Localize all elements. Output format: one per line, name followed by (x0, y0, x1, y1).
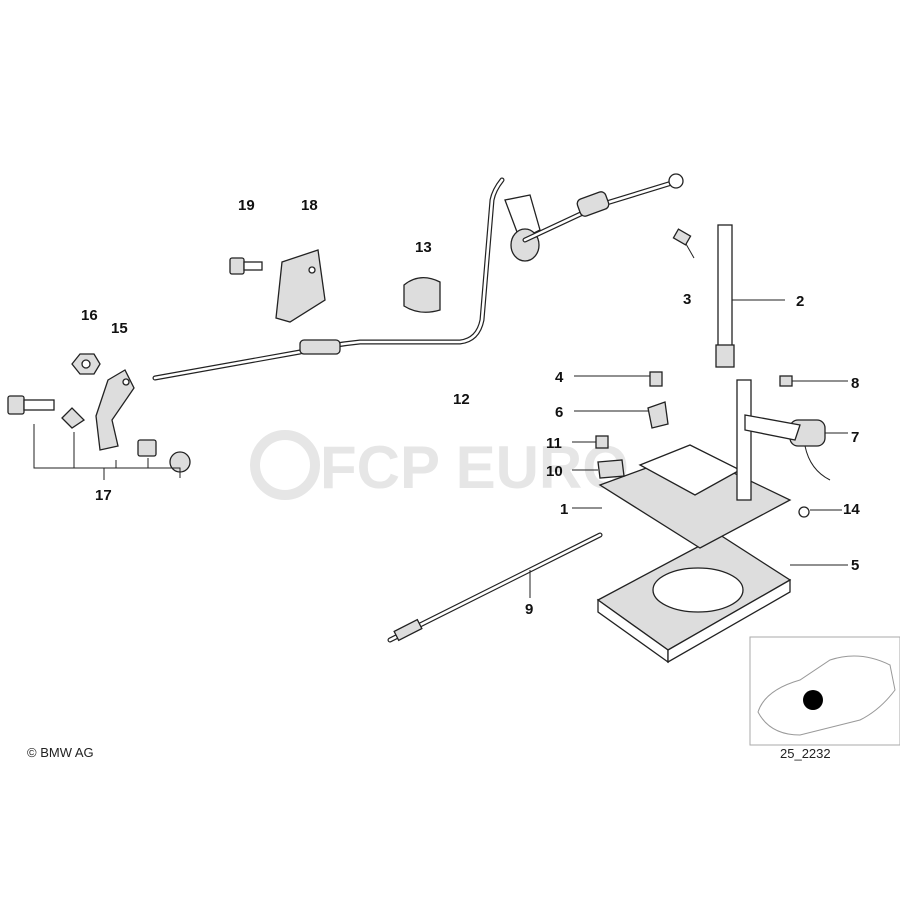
part-19-bolt[interactable] (229, 257, 263, 275)
callout-13: 13 (415, 239, 432, 256)
copyright: © BMW AG (27, 745, 94, 760)
callout-16: 16 (81, 307, 98, 324)
part-2-shift-rod[interactable] (715, 224, 785, 368)
callout-6: 6 (555, 404, 563, 421)
part-15-lever[interactable] (95, 369, 135, 451)
callout-17: 17 (95, 487, 112, 504)
part-7-switch[interactable] (744, 414, 848, 481)
callout-10: 10 (546, 463, 563, 480)
callout-5: 5 (851, 557, 859, 574)
callout-labels: 1 2 3 4 5 6 7 8 9 10 11 12 13 14 15 16 1… (81, 197, 860, 618)
part-9-selector-rod[interactable] (387, 532, 603, 643)
part-14-washer[interactable] (798, 506, 842, 518)
part-6-clip-nut[interactable] (574, 401, 669, 429)
callout-8: 8 (851, 375, 859, 392)
part-11-screw[interactable] (572, 435, 609, 449)
vehicle-locator-inset (749, 636, 900, 746)
part-5-base-plate[interactable] (596, 534, 848, 664)
part-3-screw[interactable] (672, 228, 695, 259)
part-13-clip[interactable] (403, 277, 441, 313)
callout-2: 2 (796, 293, 804, 310)
part-10-clamp[interactable] (572, 459, 625, 479)
part-8-screw[interactable] (779, 375, 848, 387)
callout-9: 9 (525, 601, 533, 618)
callout-3: 3 (683, 291, 691, 308)
callout-19: 19 (238, 197, 255, 214)
callout-7: 7 (851, 429, 859, 446)
part-16-nut[interactable] (71, 353, 101, 375)
part-18-bracket[interactable] (275, 249, 326, 323)
callout-18: 18 (301, 197, 318, 214)
callout-14: 14 (843, 501, 860, 518)
fcp-euro-watermark: FCP EURO (250, 430, 629, 501)
callout-11: 11 (546, 435, 562, 452)
diagram-id: 25_2232 (780, 746, 831, 761)
part-12-shift-cable[interactable] (152, 173, 684, 381)
callout-4: 4 (555, 369, 564, 386)
svg-text:FCP EURO: FCP EURO (320, 434, 629, 501)
part-17-bolt-set[interactable] (7, 395, 191, 480)
callout-1: 1 (560, 501, 568, 518)
callout-15: 15 (111, 320, 128, 337)
part-1-selector-housing[interactable] (572, 379, 792, 549)
part-4-screw[interactable] (574, 371, 663, 387)
callout-12: 12 (453, 391, 470, 408)
